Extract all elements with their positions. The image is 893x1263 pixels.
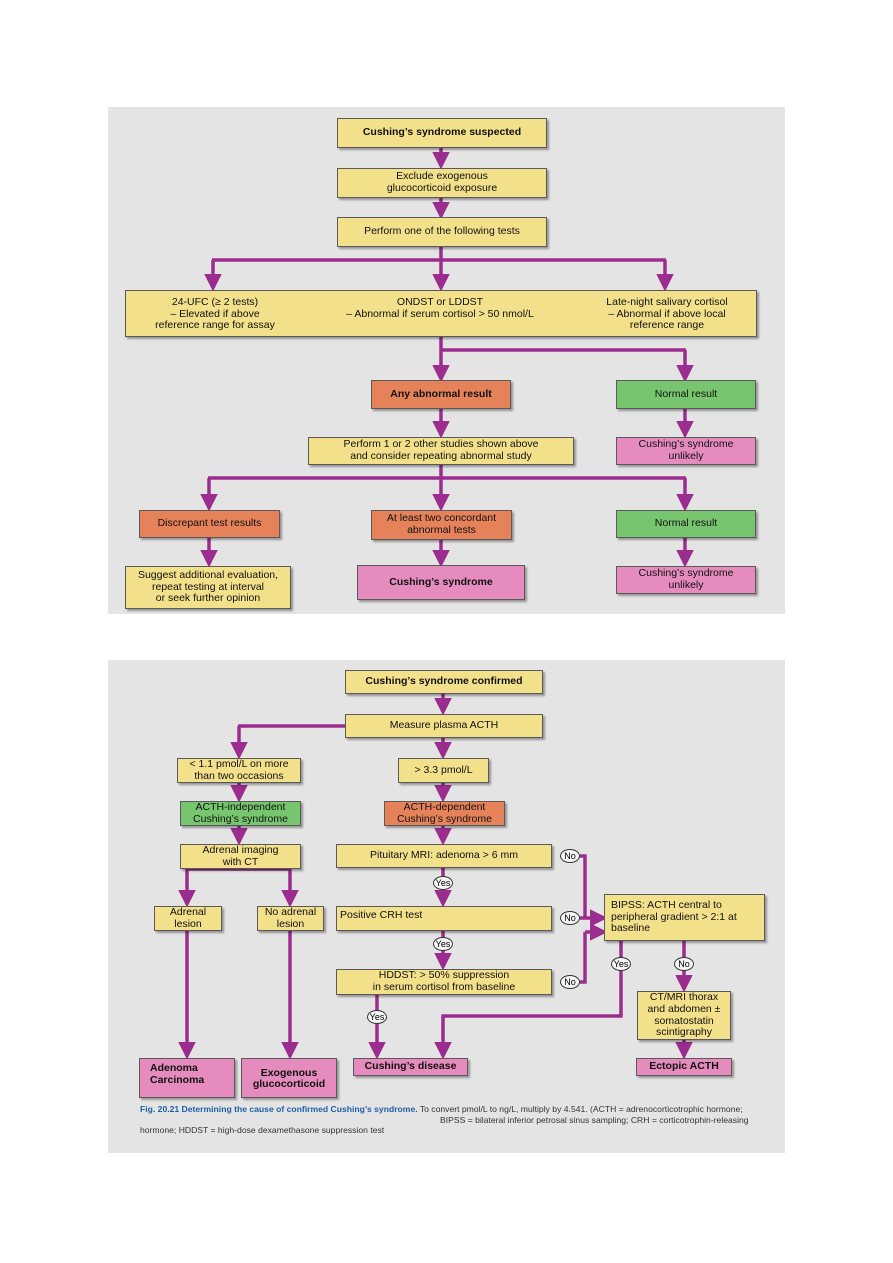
cushing-syndrome-box: Cushing’s syndrome <box>357 565 525 600</box>
test-ufc-text: 24-UFC (≥ 2 tests) – Elevated if above r… <box>155 296 275 332</box>
no-label-bipss: No <box>674 957 694 971</box>
measure-acth-box: Measure plasma ACTH <box>345 714 543 738</box>
caption-line-2: BIPSS = bilateral inferior petrosal sinu… <box>440 1114 749 1125</box>
concordant-box: At least two concordant abnormal tests <box>371 510 512 540</box>
discrepant-box: Discrepant test results <box>139 510 280 538</box>
suggest-box: Suggest additional evaluation, repeat te… <box>125 566 291 609</box>
cushing-suspected-box: Cushing’s syndrome suspected <box>337 118 547 148</box>
perform-other-box: Perform 1 or 2 other studies shown above… <box>308 437 574 465</box>
high-acth-box: > 3.3 pmol/L <box>398 758 489 783</box>
acth-independent-box: ACTH-independent Cushing’s syndrome <box>180 801 301 826</box>
figure-caption: Fig. 20.21 Determining the cause of conf… <box>140 1104 775 1136</box>
perform-tests-box: Perform one of the following tests <box>337 217 547 247</box>
exogenous-glucocorticoid-box: Exogenous glucocorticoid <box>241 1058 337 1098</box>
test-ondst-text: ONDST or LDDST – Abnormal if serum corti… <box>346 296 534 320</box>
test-saliva-text: Late-night salivary cortisol – Abnormal … <box>606 296 728 332</box>
exclude-exogenous-box: Exclude exogenous glucocorticoid exposur… <box>337 168 547 198</box>
cushings-disease-box: Cushing’s disease <box>353 1058 468 1076</box>
hddst-box: HDDST: > 50% suppression in serum cortis… <box>336 969 552 995</box>
bipss-box: BIPSS: ACTH central to peripheral gradie… <box>604 894 765 941</box>
screening-tests-box <box>125 290 757 337</box>
acth-dependent-box: ACTH-dependent Cushing’s syndrome <box>384 801 505 826</box>
caption-line-1: To convert pmol/L to ng/L, multiply by 4… <box>417 1104 743 1114</box>
yes-label-hddst: Yes <box>367 1010 387 1024</box>
no-adrenal-lesion-box: No adrenal lesion <box>257 906 324 931</box>
adrenal-lesion-box: Adrenal lesion <box>154 906 222 931</box>
yes-label-bipss: Yes <box>611 957 631 971</box>
caption-title: Fig. 20.21 Determining the cause of conf… <box>140 1104 418 1114</box>
normal-result-box-1: Normal result <box>616 380 756 409</box>
pituitary-mri-box: Pituitary MRI: adenoma > 6 mm <box>336 844 552 868</box>
ct-mri-box: CT/MRI thorax and abdomen ± somatostatin… <box>637 991 731 1040</box>
unlikely-box-2: Cushing’s syndrome unlikely <box>616 566 756 594</box>
any-abnormal-box: Any abnormal result <box>371 380 511 409</box>
cushing-confirmed-box: Cushing’s syndrome confirmed <box>345 670 543 694</box>
yes-label-crh: Yes <box>433 937 453 951</box>
no-label-hddst: No <box>560 975 580 989</box>
low-acth-box: < 1.1 pmol/L on more than two occasions <box>177 758 301 783</box>
caption-line-3: hormone; HDDST = high-dose dexamethasone… <box>140 1125 385 1136</box>
ectopic-acth-box: Ectopic ACTH <box>636 1058 732 1076</box>
unlikely-box-1: Cushing’s syndrome unlikely <box>616 437 756 465</box>
adenoma-carcinoma-box: Adenoma Carcinoma <box>139 1058 235 1098</box>
normal-result-box-2: Normal result <box>616 510 756 538</box>
yes-label-pituitary: Yes <box>433 876 453 890</box>
adrenal-imaging-box: Adrenal imaging with CT <box>180 844 301 869</box>
no-label-pituitary: No <box>560 849 580 863</box>
crh-test-box: Positive CRH test <box>336 906 552 931</box>
no-label-crh: No <box>560 911 580 925</box>
